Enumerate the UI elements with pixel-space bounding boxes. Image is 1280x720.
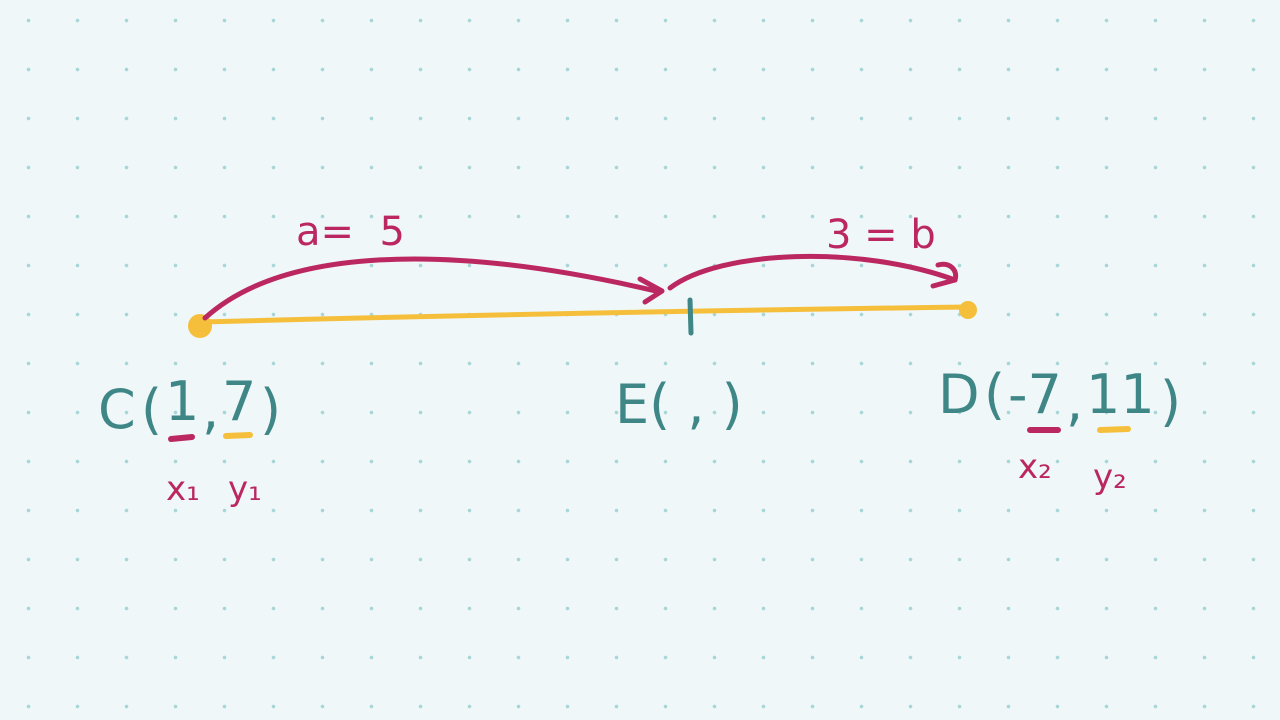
- svg-text:(: (: [984, 363, 1005, 426]
- point-e-tick: [687, 297, 694, 336]
- d-y-subscript: y₂: [1093, 457, 1127, 497]
- point-c-label: C ( 1 , 7 ): [98, 370, 281, 441]
- c-y-subscript: y₁: [228, 469, 262, 509]
- y2-underline: [1097, 426, 1131, 433]
- c-x-subscript: x₁: [166, 469, 200, 509]
- point-e-label: E( , ): [615, 373, 743, 436]
- point-d-dot: [959, 301, 977, 319]
- svg-text:): ): [260, 378, 281, 441]
- svg-text:(: (: [141, 378, 162, 441]
- label-b: 3 = b: [826, 212, 936, 258]
- svg-text:D: D: [938, 363, 980, 426]
- point-d-label: D ( -7 , 11 ): [938, 363, 1181, 433]
- arrowhead-a: [637, 276, 665, 305]
- svg-text:): ): [1160, 370, 1181, 433]
- arrowhead-b: [930, 261, 959, 289]
- d-y-value: 11: [1086, 363, 1155, 426]
- arc-b: [667, 253, 958, 291]
- x1-underline: [168, 434, 195, 442]
- svg-text:,: ,: [1066, 370, 1083, 433]
- c-y-value: 7: [222, 370, 256, 433]
- label-a: a= 5: [296, 209, 405, 255]
- y1-underline: [223, 432, 253, 439]
- d-x-subscript: x₂: [1018, 447, 1052, 487]
- segment-cd: [197, 304, 971, 325]
- d-x-value: -7: [1008, 363, 1062, 426]
- svg-text:,: ,: [202, 378, 219, 441]
- c-x-value: 1: [165, 370, 199, 433]
- arc-a: [202, 256, 663, 321]
- svg-text:C: C: [98, 378, 136, 441]
